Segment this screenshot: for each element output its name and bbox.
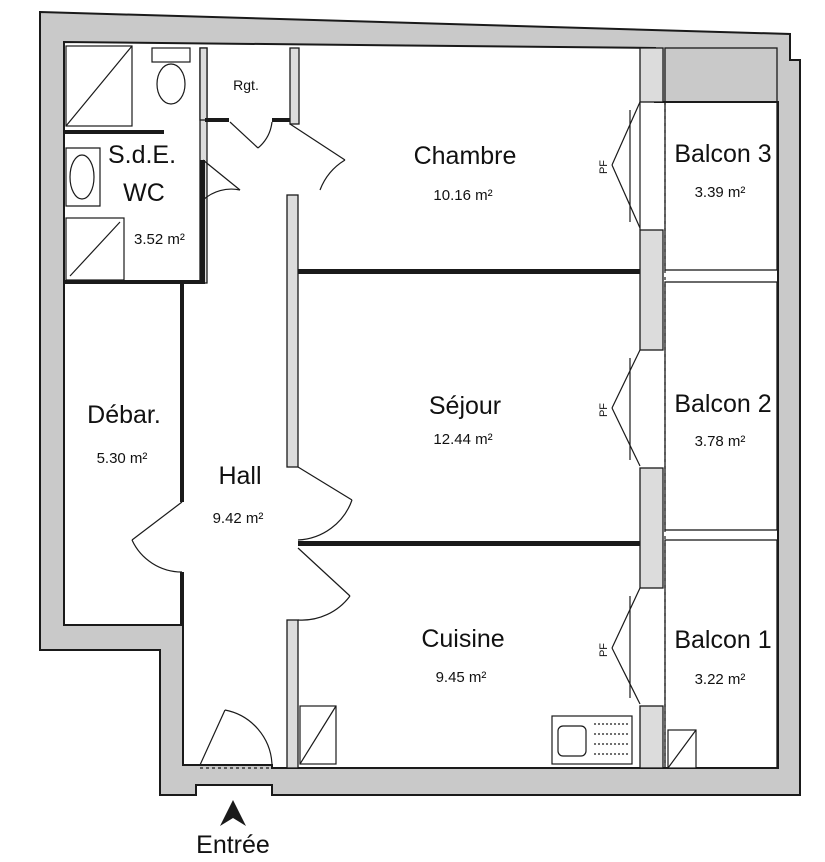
room-label-balcon1: Balcon 1 [674,626,771,654]
wall-debar-hall-lower [180,572,184,625]
room-label-cuisine: Cuisine [421,625,504,653]
entrance-arrow-icon [220,800,246,826]
wall-debar-hall-upper [180,284,184,502]
door-chambre [289,123,346,191]
wall-sde-top [64,130,164,134]
room-area-sejour: 12.44 m² [433,431,492,448]
wall-hall-top-right [289,47,300,125]
shower-icon [65,45,133,127]
window-label-pf-2: PF [598,403,610,417]
door-entrance [199,709,273,769]
wall-sde-bottom-right [200,160,205,284]
balcony-1-outline [664,539,778,769]
door-sde [202,159,241,201]
cabinet-icon-balcony [667,729,697,769]
room-label-debar: Débar. [87,401,161,429]
room-label-hall: Hall [218,462,261,490]
cabinet-icon-cuisine [299,705,337,765]
room-area-balcon3: 3.39 m² [695,184,746,201]
wall-sde-debar [64,280,204,284]
wall-hall-right-lower [286,619,299,769]
wall-sejour-cuisine [298,541,640,546]
room-area-hall: 9.42 m² [213,510,264,527]
room-label-balcon2: Balcon 2 [674,390,771,418]
room-label-sejour: Séjour [429,392,501,420]
toilet-icon [151,47,191,105]
window-pf-sejour [611,349,641,467]
wall-rgt-bottom [205,118,229,122]
window-label-pf-3: PF [598,643,610,657]
wall-facade-4 [639,705,664,769]
cooktop-icon [551,715,633,765]
wall-facade-3 [639,467,664,589]
wall-hall-right-upper [286,194,299,468]
door-sejour [297,466,353,541]
room-label-chambre: Chambre [414,142,517,170]
wall-facade-1 [639,47,664,103]
door-debar [131,501,183,573]
room-area-chambre: 10.16 m² [433,187,492,204]
room-area-debar: 5.30 m² [97,450,148,467]
room-area-balcon2: 3.78 m² [695,433,746,450]
wall-rgt-left [199,47,208,121]
door-cuisine [297,547,351,621]
bathtub-icon [65,217,125,281]
wall-chambre-sejour [298,269,640,274]
room-area-balcon1: 3.22 m² [695,671,746,688]
window-pf-chambre [611,101,641,230]
window-label-pf-1: PF [598,160,610,174]
window-pf-cuisine [611,587,641,705]
room-area-sde: 3.52 m² [134,231,185,248]
washbasin-icon [65,147,101,207]
room-area-cuisine: 9.45 m² [436,669,487,686]
wall-hall-top-black [272,118,290,122]
room-label-rgt: Rgt. [233,77,259,93]
room-label-balcon3: Balcon 3 [674,140,771,168]
wall-facade-2 [639,229,664,351]
room-label-wc-text: WC [123,179,165,207]
entrance-label: Entrée [196,831,270,859]
room-label-sde: S.d.E. [108,141,176,169]
door-rgt [229,121,273,149]
